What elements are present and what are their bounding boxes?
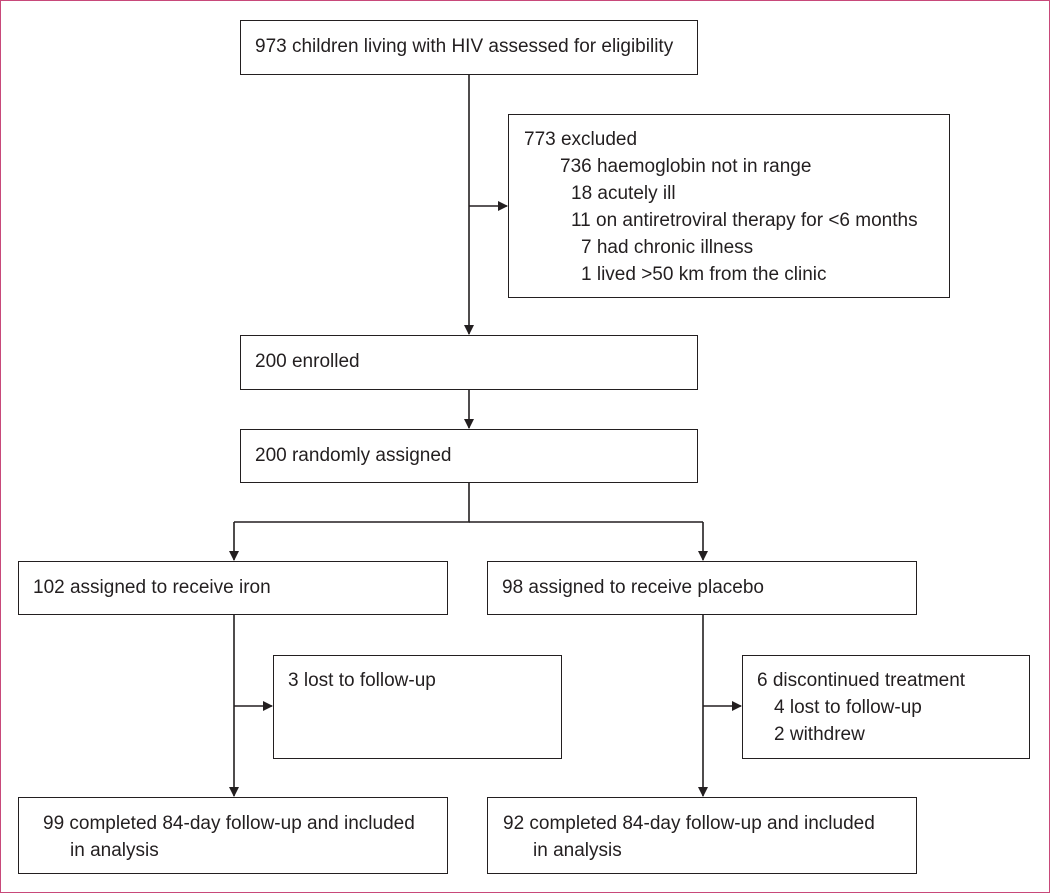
iron-completed-line1: 99 completed 84-day follow-up and includ…	[43, 813, 415, 834]
placebo-completed-line2: in analysis	[533, 840, 622, 861]
placebo-discontinued-reason: 2 withdrew	[774, 724, 865, 745]
iron-completed-line2: in analysis	[70, 840, 159, 861]
excluded-reason: 1 lived >50 km from the clinic	[581, 264, 827, 285]
placebo-discontinued-text: 6 discontinued treatment	[757, 670, 966, 691]
assessed-box	[240, 20, 698, 75]
excluded-reason: 18 acutely ill	[571, 183, 676, 204]
placebo-discontinued-reason: 4 lost to follow-up	[774, 697, 922, 718]
iron-lost-box	[273, 655, 562, 759]
placebo-discontinued-box	[742, 655, 1030, 759]
randomisation-split-line	[234, 483, 470, 523]
placebo-completed-box	[487, 797, 917, 874]
excluded-box	[508, 114, 950, 298]
iron-assigned-text: 102 assigned to receive iron	[33, 577, 271, 598]
placebo-assigned-box	[487, 561, 917, 615]
excluded-total: 773 excluded	[524, 129, 638, 150]
enrolled-box	[240, 335, 698, 390]
placebo-assigned-text: 98 assigned to receive placebo	[502, 577, 764, 598]
assessed-text: 973 children living with HIV assessed fo…	[255, 36, 674, 57]
excluded-reason: 7 had chronic illness	[581, 237, 754, 258]
placebo-completed-line1: 92 completed 84-day follow-up and includ…	[503, 813, 875, 834]
randomised-text: 200 randomly assigned	[255, 445, 452, 466]
randomised-box	[240, 429, 698, 483]
iron-assigned-box	[18, 561, 448, 615]
iron-completed-box	[18, 797, 448, 874]
enrolled-text: 200 enrolled	[255, 351, 360, 372]
excluded-reason: 736 haemoglobin not in range	[560, 156, 812, 177]
excluded-reason: 11 on antiretroviral therapy for <6 mont…	[571, 210, 918, 231]
iron-lost-text: 3 lost to follow-up	[288, 670, 436, 691]
